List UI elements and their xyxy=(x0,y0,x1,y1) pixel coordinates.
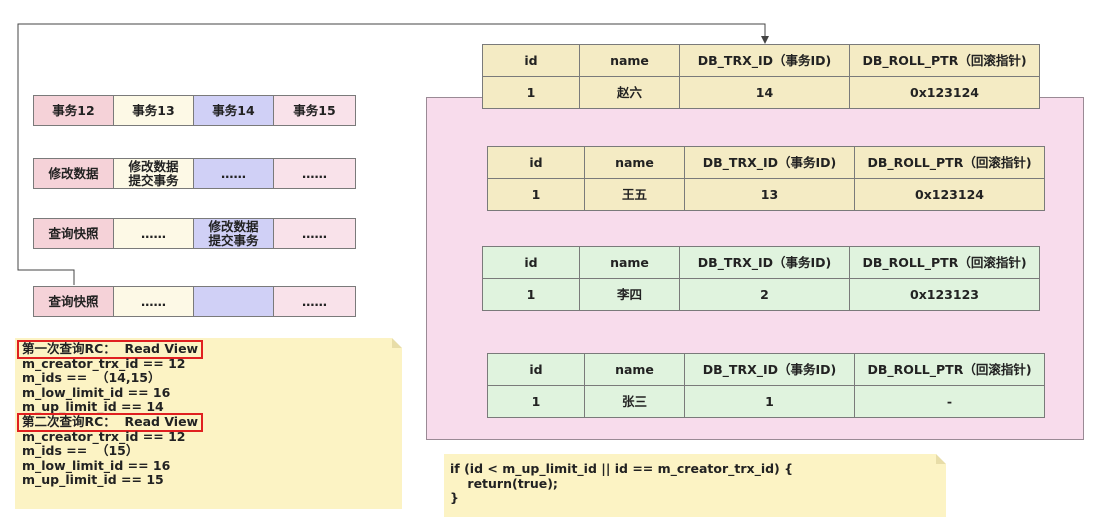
note-line: m_creator_trx_id == 12 xyxy=(22,355,186,371)
column-header-name: name xyxy=(580,247,680,279)
step-cell: …… xyxy=(274,287,356,317)
transaction-12: 事务12 xyxy=(34,96,114,126)
note-fold-corner xyxy=(936,454,946,464)
step-cell: …… xyxy=(274,219,356,249)
column-header-roll-ptr: DB_ROLL_PTR（回滚指针) xyxy=(855,147,1045,179)
record-roll-ptr: - xyxy=(855,386,1045,418)
column-header-id: id xyxy=(488,354,585,386)
column-header-name: name xyxy=(580,45,680,77)
transaction-step-row-3: 查询快照 …… …… xyxy=(33,286,356,317)
query-to-record-link xyxy=(17,23,769,285)
record-trx-id: 2 xyxy=(680,279,850,311)
note-line: m_ids == （14,15） xyxy=(22,370,161,386)
step-cell: …… xyxy=(114,287,194,317)
second-read-view-title: 第二次查询RC： Read View xyxy=(16,413,204,432)
code-line: } xyxy=(450,490,459,506)
record-name: 王五 xyxy=(585,179,685,211)
first-read-view-title: 第一次查询RC： Read View xyxy=(16,340,204,359)
step-cell xyxy=(194,287,274,317)
step-cell: 修改数据 提交事务 xyxy=(114,159,194,189)
record-roll-ptr: 0x123124 xyxy=(855,179,1045,211)
record-trx-id: 1 xyxy=(685,386,855,418)
record-trx-id: 13 xyxy=(685,179,855,211)
record-name: 赵六 xyxy=(580,77,680,109)
column-header-trx-id: DB_TRX_ID（事务ID) xyxy=(680,247,850,279)
undo-record-table-2: id name DB_TRX_ID（事务ID) DB_ROLL_PTR（回滚指针… xyxy=(482,246,1040,311)
undo-record-table-3: id name DB_TRX_ID（事务ID) DB_ROLL_PTR（回滚指针… xyxy=(487,353,1045,418)
note-line: m_low_limit_id == 16 xyxy=(22,457,171,473)
note-line: m_ids == （15） xyxy=(22,443,139,459)
record-id: 1 xyxy=(488,179,585,211)
column-header-roll-ptr: DB_ROLL_PTR（回滚指针) xyxy=(850,45,1040,77)
undo-record-table-1: id name DB_TRX_ID（事务ID) DB_ROLL_PTR（回滚指针… xyxy=(487,146,1045,211)
step-cell: …… xyxy=(114,219,194,249)
transaction-15: 事务15 xyxy=(274,96,356,126)
transaction-14: 事务14 xyxy=(194,96,274,126)
step-cell: …… xyxy=(274,159,356,189)
column-header-id: id xyxy=(488,147,585,179)
step-cell: 修改数据 xyxy=(34,159,114,189)
transaction-13: 事务13 xyxy=(114,96,194,126)
note-line: m_up_limit_id == 15 xyxy=(22,472,164,488)
step-cell: …… xyxy=(194,159,274,189)
note-fold-corner xyxy=(392,338,402,348)
transaction-header-row: 事务12 事务13 事务14 事务15 xyxy=(33,95,356,126)
read-view-note: 第一次查询RC： Read View m_creator_trx_id == 1… xyxy=(15,338,402,509)
column-header-roll-ptr: DB_ROLL_PTR（回滚指针) xyxy=(850,247,1040,279)
step-cell: 查询快照 xyxy=(34,219,114,249)
record-trx-id: 14 xyxy=(680,77,850,109)
record-id: 1 xyxy=(483,77,580,109)
record-id: 1 xyxy=(488,386,585,418)
column-header-trx-id: DB_TRX_ID（事务ID) xyxy=(685,147,855,179)
note-line: m_creator_trx_id == 12 xyxy=(22,428,186,444)
current-record-table: id name DB_TRX_ID（事务ID) DB_ROLL_PTR（回滚指针… xyxy=(482,44,1040,109)
step-cell: 修改数据 提交事务 xyxy=(194,219,274,249)
code-line: return(true); xyxy=(450,475,558,491)
code-line: if (id < m_up_limit_id || id == m_creato… xyxy=(450,461,794,476)
record-name: 张三 xyxy=(585,386,685,418)
record-name: 李四 xyxy=(580,279,680,311)
column-header-name: name xyxy=(585,147,685,179)
column-header-id: id xyxy=(483,247,580,279)
note-line: m_low_limit_id == 16 xyxy=(22,384,171,400)
record-roll-ptr: 0x123123 xyxy=(850,279,1040,311)
column-header-trx-id: DB_TRX_ID（事务ID) xyxy=(680,45,850,77)
column-header-trx-id: DB_TRX_ID（事务ID) xyxy=(685,354,855,386)
record-roll-ptr: 0x123124 xyxy=(850,77,1040,109)
transaction-step-row-2: 查询快照 …… 修改数据 提交事务 …… xyxy=(33,218,356,249)
note-line: m_up_limit_id == 14 xyxy=(22,399,164,415)
visibility-code-note: if (id < m_up_limit_id || id == m_creato… xyxy=(444,454,946,517)
transaction-step-row-1: 修改数据 修改数据 提交事务 …… …… xyxy=(33,158,356,189)
record-id: 1 xyxy=(483,279,580,311)
step-cell: 查询快照 xyxy=(34,287,114,317)
column-header-id: id xyxy=(483,45,580,77)
column-header-roll-ptr: DB_ROLL_PTR（回滚指针) xyxy=(855,354,1045,386)
column-header-name: name xyxy=(585,354,685,386)
